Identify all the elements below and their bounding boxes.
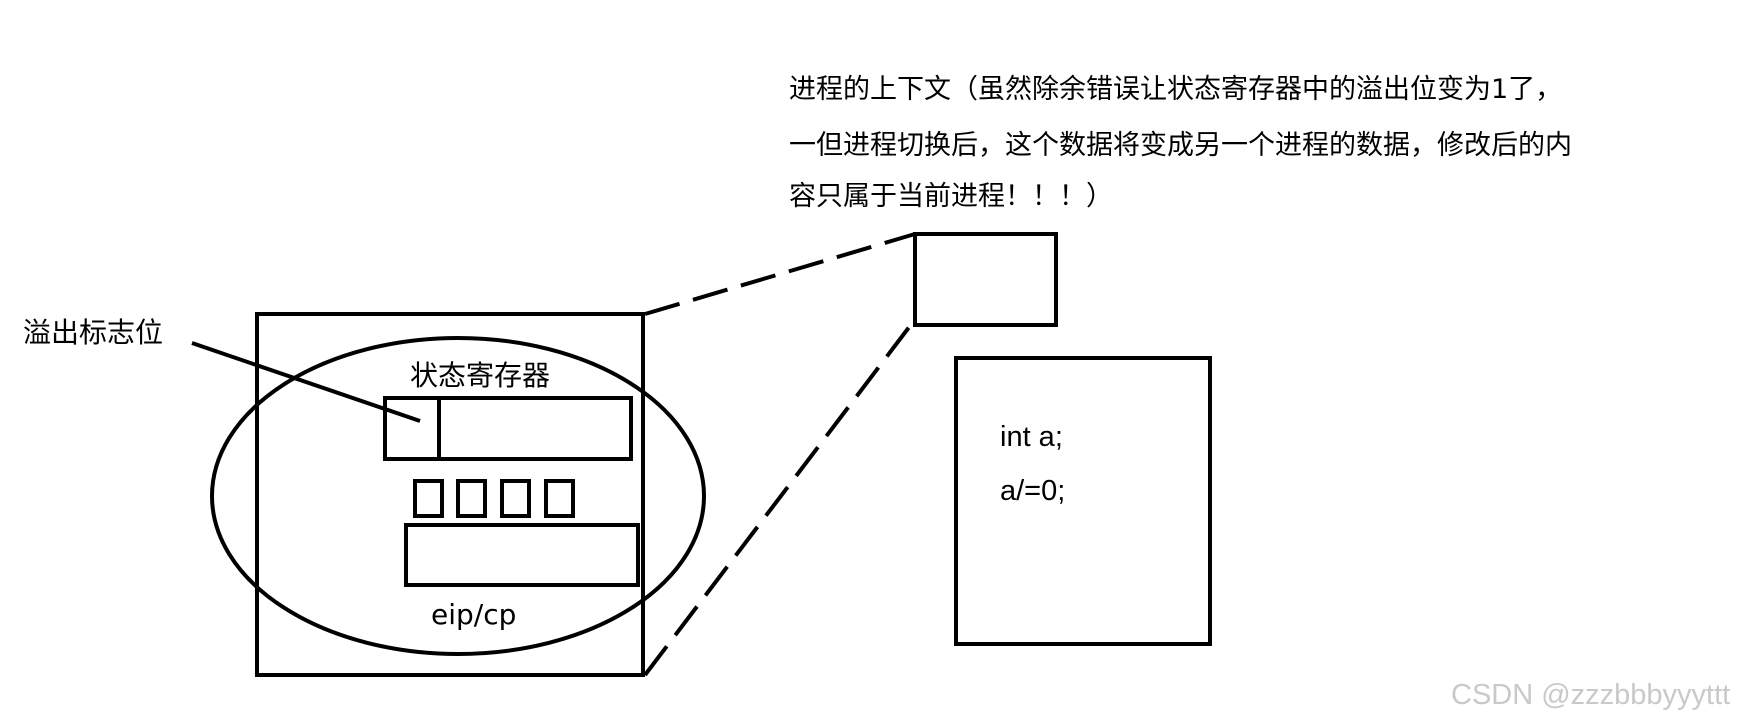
watermark: CSDN @zzzbbbyyyttt [1451,679,1730,711]
overflow-flag-pointer [191,341,421,423]
register-ellipse [210,336,706,656]
context-note-line-2: 一但进程切换后，这个数据将变成另一个进程的数据，修改后的内 [789,130,1572,161]
cpu-box [255,312,645,677]
eip-register-box [404,523,640,587]
status-register-label: 状态寄存器 [410,359,550,392]
context-box [913,232,1058,327]
projection-line-top [644,232,916,316]
overflow-flag-cell [383,396,441,461]
projection-line-bottom [643,320,915,677]
code-line-1: int a; [1000,421,1063,453]
context-note: 进程的上下文（虽然除余错误让状态寄存器中的溢出位变为1了， 一但进程切换后，这个… [789,74,1572,212]
eip-cp-label: eip/cp [431,598,516,631]
context-note-line-3: 容只属于当前进程！！！） [789,181,1113,212]
code-box [954,356,1212,646]
small-register [544,479,575,518]
context-note-line-1: 进程的上下文（虽然除余错误让状态寄存器中的溢出位变为1了， [789,74,1562,105]
small-register [456,479,487,518]
small-registers [413,479,575,518]
small-register [500,479,531,518]
overflow-flag-label: 溢出标志位 [23,316,163,349]
small-register [413,479,444,518]
status-register-box [383,396,633,461]
code-line-2: a/=0; [1000,475,1065,507]
